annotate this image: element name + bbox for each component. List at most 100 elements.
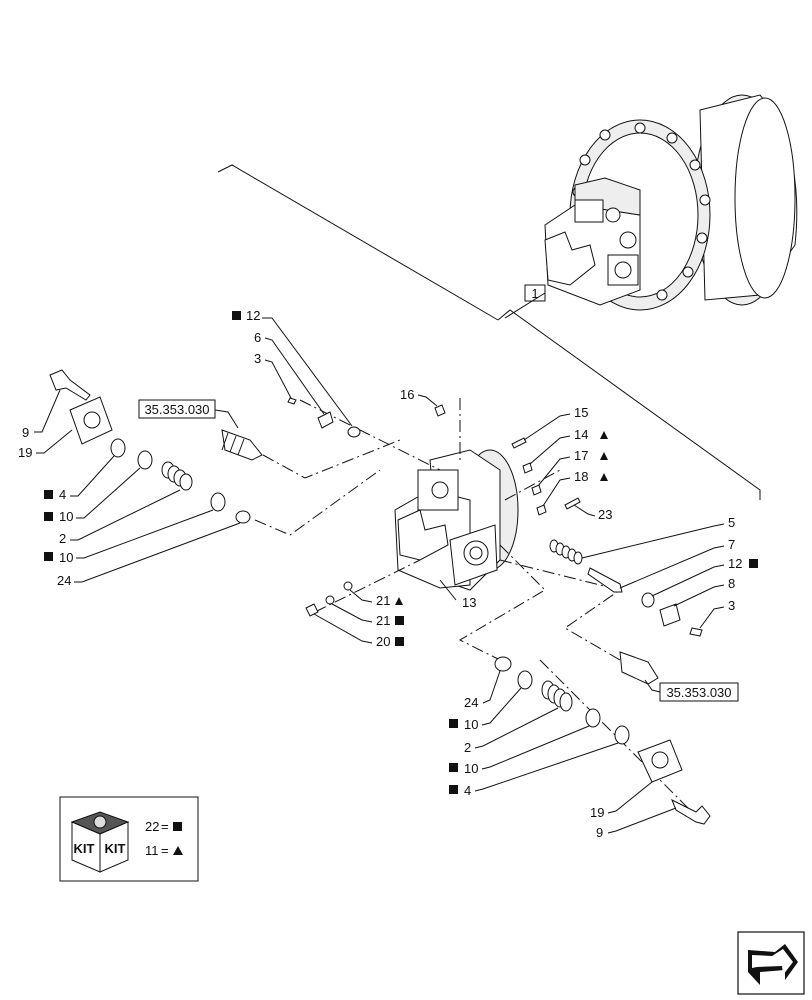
kit-legend: KIT KIT 22 = 11 =	[59, 796, 199, 882]
callout-2-bottom: 2	[464, 740, 471, 755]
axis-left-low	[254, 469, 381, 536]
leader-9-left	[34, 389, 61, 433]
leader-1	[504, 292, 546, 319]
leader-ref-bottom	[644, 679, 661, 693]
callout-6: 6	[254, 330, 261, 345]
callout-4-bottom: 4	[464, 783, 471, 798]
assembly-bracket-right	[497, 309, 761, 500]
plug-20	[305, 603, 319, 617]
callout-10-bottom-a: 10	[464, 717, 478, 732]
leader-5	[581, 523, 725, 559]
legend-row2-value: 11	[145, 843, 159, 858]
next-page-arrow-icon[interactable]	[737, 931, 805, 995]
leader-6	[264, 337, 325, 415]
valve-cartridge-bottom	[619, 651, 659, 685]
callout-1: 1	[531, 286, 538, 301]
callout-9-left: 9	[22, 425, 29, 440]
ref-box-top	[138, 399, 216, 419]
callout-10-bottom-b: 10	[464, 761, 478, 776]
spring-2-bottom	[541, 680, 573, 712]
o-ring-4-bottom	[614, 725, 630, 745]
leader-12-right	[651, 564, 725, 597]
callout-8: 8	[728, 576, 735, 591]
o-ring-10-bottom-b	[585, 708, 601, 728]
callout-13: 13	[462, 595, 476, 610]
callout-24-left: 24	[57, 573, 71, 588]
motor-body-13	[394, 449, 519, 591]
o-ring-12-right	[641, 592, 655, 608]
leader-10-bottom-b	[481, 725, 590, 770]
square-symbol	[232, 311, 241, 320]
leader-17	[537, 456, 571, 487]
callout-17: 17	[574, 448, 588, 463]
leader-18	[542, 477, 571, 507]
leader-8	[673, 584, 725, 607]
leader-2-left	[70, 489, 181, 541]
callout-18: 18	[574, 469, 588, 484]
callout-4-left: 4	[59, 487, 66, 502]
pin-23	[564, 497, 581, 510]
kit-label-left: KIT	[74, 841, 95, 856]
legend-square-symbol	[173, 822, 182, 831]
o-ring-12-top	[347, 426, 361, 438]
assembly-bracket-left	[217, 164, 499, 321]
reference-bottom: 35.353.030	[666, 685, 731, 700]
callout-5: 5	[728, 515, 735, 530]
leader-19-left	[36, 429, 73, 454]
leader-3-top	[264, 359, 292, 399]
axis-21	[314, 559, 421, 613]
callout-9-bottom: 9	[596, 825, 603, 840]
leader-14	[529, 435, 571, 465]
leader-15	[523, 413, 571, 441]
leader-4-bottom	[474, 742, 619, 792]
leader-24-bottom	[482, 670, 501, 704]
plug-6	[317, 411, 334, 429]
leader-9-bottom	[607, 807, 677, 834]
callout-3-right: 3	[728, 598, 735, 613]
kit-box-icon	[70, 811, 130, 873]
callout-10-left-b: 10	[59, 550, 73, 565]
spool-7	[587, 567, 623, 593]
spring-5	[549, 539, 583, 565]
o-ring-10-left-a	[137, 450, 153, 470]
callout-10-left-a: 10	[59, 509, 73, 524]
callout-12-top: 12	[246, 308, 260, 323]
callout-14: 14	[574, 427, 588, 442]
axis-pins	[504, 469, 561, 501]
plug-14	[522, 462, 533, 474]
leader-2-bottom	[474, 707, 559, 749]
legend-triangle-symbol	[173, 846, 183, 855]
axis-left-mid	[262, 439, 401, 479]
axis-upper-left	[299, 399, 441, 471]
leader-21-a	[349, 589, 373, 603]
leader-3-right	[699, 606, 725, 629]
screw-3-top	[287, 397, 297, 405]
o-ring-21-a	[343, 581, 353, 591]
o-ring-21-b	[325, 595, 335, 605]
callout-12-right: 12	[728, 556, 742, 571]
callout-21-square: 21	[376, 613, 390, 628]
pin-15	[511, 437, 527, 449]
screw-3-right	[689, 627, 703, 637]
callout-23: 23	[598, 507, 612, 522]
callout-21-triangle: 21	[376, 593, 390, 608]
reference-top: 35.353.030	[144, 402, 209, 417]
leader-19-bottom	[607, 781, 653, 814]
callout-16: 16	[400, 387, 414, 402]
callout-19-left: 19	[18, 445, 32, 460]
o-ring-10-bottom-a	[517, 670, 533, 690]
leader-4-left	[70, 455, 115, 497]
o-ring-10-left-b	[210, 492, 226, 512]
leader-10-left-b	[76, 509, 214, 559]
leader-23	[573, 504, 596, 517]
spring-2-left	[161, 461, 193, 491]
legend-row1-value: 22	[145, 819, 159, 834]
callout-3-top: 3	[254, 351, 261, 366]
callout-2-left: 2	[59, 531, 66, 546]
triangle-symbol	[600, 431, 608, 439]
leader-20	[313, 613, 373, 644]
callout-7: 7	[728, 537, 735, 552]
callout-24-bottom: 24	[464, 695, 478, 710]
o-ring-4-left	[110, 438, 126, 458]
